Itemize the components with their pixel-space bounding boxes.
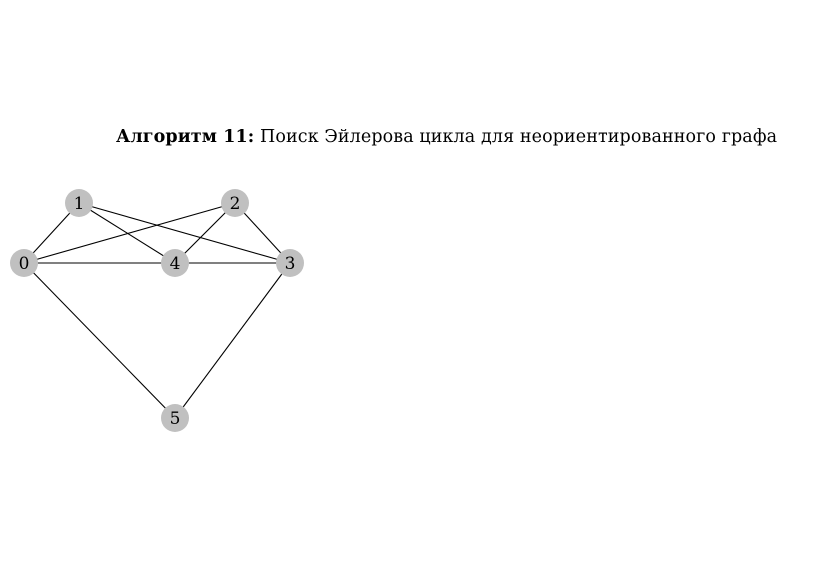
edge-3-5: [174, 262, 291, 419]
node-label: 4: [170, 254, 181, 274]
node-circle: [221, 189, 249, 217]
edge-0-5: [23, 262, 176, 419]
node-label: 0: [19, 254, 30, 274]
graph-edges: [23, 202, 291, 419]
algorithm-label: Алгоритм 11:: [116, 127, 255, 147]
node-1: 1: [65, 189, 93, 217]
node-label: 1: [74, 194, 85, 214]
node-5: 5: [161, 404, 189, 432]
node-circle: [65, 189, 93, 217]
node-circle: [10, 249, 38, 277]
algorithm-caption: Алгоритм 11: Поиск Эйлерова цикла для не…: [116, 127, 777, 147]
node-circle: [161, 249, 189, 277]
node-circle: [161, 404, 189, 432]
graph-nodes: 0 1 2 3 4 5: [10, 189, 304, 432]
node-3: 3: [276, 249, 304, 277]
edge-0-2: [23, 202, 236, 264]
edge-1-3: [78, 202, 291, 264]
node-label: 3: [285, 254, 296, 274]
algorithm-title: Поиск Эйлерова цикла для неориентированн…: [260, 127, 778, 147]
edge-1-4: [78, 202, 176, 264]
node-2: 2: [221, 189, 249, 217]
node-label: 2: [230, 194, 241, 214]
node-4: 4: [161, 249, 189, 277]
edge-2-4: [174, 202, 236, 264]
node-0: 0: [10, 249, 38, 277]
node-circle: [276, 249, 304, 277]
node-label: 5: [170, 409, 181, 429]
